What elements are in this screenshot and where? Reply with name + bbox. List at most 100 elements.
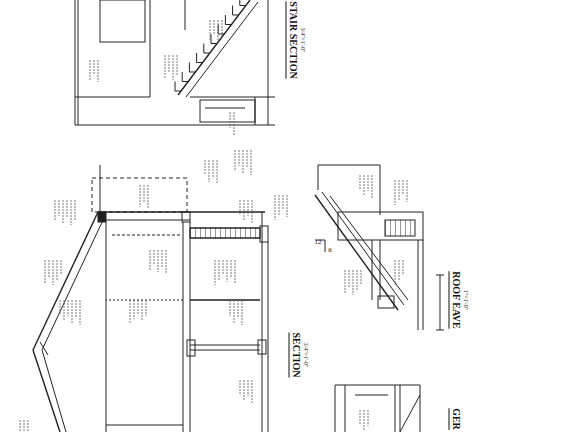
title-underline [286,1,287,78]
note-scribble [234,112,235,135]
note-scribble [235,150,236,171]
note-scribble [76,300,77,318]
note-scribble [403,260,404,275]
note-scribble [407,180,408,202]
note-scribble [248,200,249,216]
note-scribble [244,380,245,401]
title-underline [289,332,290,377]
note-scribble [144,185,145,202]
note-scribble [218,20,219,42]
note-scribble [287,195,288,217]
note-scribble [68,300,69,316]
ledger-detail [335,385,420,432]
note-scribble [240,200,241,214]
note-scribble [219,260,220,280]
view-title: ROOF EAVE [451,271,461,329]
note-scribble [146,300,147,316]
note-scribble [345,270,346,293]
note-scribble [67,200,68,218]
slope-number: 12 [315,239,322,246]
note-scribble [165,55,166,78]
note-scribble [361,270,362,285]
note-scribble [399,180,400,200]
note-scribble [53,260,54,285]
note-scribble [360,175,361,189]
note-scribble [372,175,373,198]
scale-note: 1"=1'-0" [463,290,469,310]
note-scribble [230,112,231,128]
slope-number: 6 [328,247,332,254]
note-scribble [61,260,62,275]
note-scribble [162,250,163,267]
note-scribble [90,60,91,80]
note-scribble [349,270,350,288]
note-scribble [395,260,396,285]
scale-note: 3/4"=1'-0" [300,27,306,52]
note-scribble [357,270,358,290]
note-scribble [138,300,139,314]
note-scribble [275,195,276,220]
note-scribble [24,420,25,432]
note-scribble [166,250,167,274]
note-scribble [247,150,248,168]
note-scribble [60,300,61,314]
note-scribble [364,410,365,431]
stair-section [75,0,275,125]
roof-eave-detail [315,165,444,330]
note-scribble [45,260,46,283]
note-scribble [234,300,235,323]
note-scribble [395,180,396,205]
scale-note: 3/4"=1'-0" [303,342,309,367]
note-scribble [360,410,361,424]
note-scribble [140,185,141,207]
title-underline [449,408,450,430]
note-scribble [283,195,284,210]
note-scribble [364,175,365,196]
note-scribble [173,55,174,80]
note-scribble [64,300,65,321]
note-scribble [353,270,354,295]
note-scribble [150,250,151,270]
note-scribble [210,20,211,40]
illegible-notes [20,20,407,432]
note-scribble [252,380,253,403]
note-scribble [28,420,29,432]
note-scribble [239,150,240,166]
note-scribble [59,200,60,216]
note-scribble [20,420,21,432]
note-scribble [57,260,58,280]
note-scribble [214,20,215,35]
note-scribble [243,150,244,173]
view-title: SECTION [291,332,301,377]
note-scribble [72,300,73,323]
note-scribble [231,260,232,277]
note-scribble [75,200,76,220]
note-scribble [223,260,224,275]
note-scribble [80,300,81,325]
note-scribble [399,260,400,280]
note-scribble [63,200,64,223]
note-scribble [227,260,228,282]
note-scribble [403,180,404,195]
note-scribble [222,20,223,37]
note-scribble [248,380,249,396]
view-title: GER [451,408,461,430]
note-scribble [215,260,216,285]
note-scribble [240,380,241,394]
title-underline [449,271,450,329]
note-scribble [205,160,206,175]
note-scribble [368,175,369,191]
note-scribble [142,300,143,321]
note-scribble [279,195,280,215]
note-scribble [94,60,95,75]
note-scribble [242,300,243,325]
note-scribble [238,300,239,318]
note-scribble [368,410,369,426]
note-scribble [235,260,236,284]
note-scribble [148,185,149,209]
note-scribble [252,200,253,223]
note-scribble [217,160,218,184]
note-scribble [177,55,178,75]
note-scribble [251,150,252,175]
note-scribble [209,160,210,182]
